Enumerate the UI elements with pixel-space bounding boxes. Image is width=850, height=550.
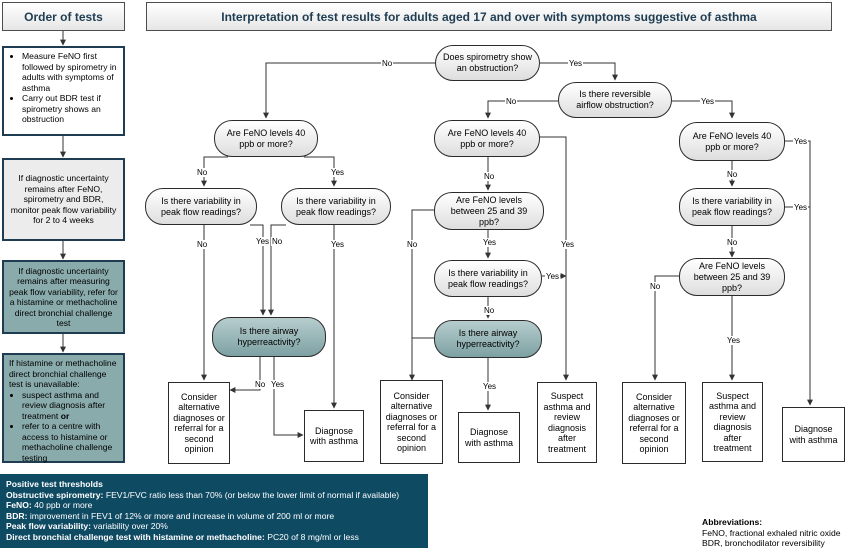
label-yes: Yes bbox=[482, 238, 498, 247]
order-step-3: If diagnostic uncertainty remains after … bbox=[2, 260, 125, 334]
threshold-row: Direct bronchial challenge test with his… bbox=[6, 532, 422, 543]
label-no: No bbox=[483, 172, 496, 181]
question-feno-40-c: Are FeNO levels 40 ppb or more? bbox=[679, 122, 785, 161]
threshold-term: Direct bronchial challenge test with his… bbox=[6, 531, 265, 542]
abbreviations-title: Abbreviations: bbox=[702, 517, 841, 528]
abbreviations-title-text: Abbreviations: bbox=[702, 517, 763, 527]
order-step-4-item-2: refer to a centre with access to histami… bbox=[22, 421, 118, 463]
threshold-row: Peak flow variability: variability over … bbox=[6, 521, 422, 532]
thresholds-title: Positive test thresholds bbox=[6, 479, 422, 490]
label-no: No bbox=[196, 168, 209, 177]
order-step-1-item-2: Carry out BDR test if spirometry shows a… bbox=[22, 93, 118, 125]
question-airway-hyperreactivity-a: Is there airway hyperreactivity? bbox=[212, 317, 326, 357]
label-no: No bbox=[254, 380, 267, 389]
question-feno-25-39-b: Are FeNO levels between 25 and 39 ppb? bbox=[434, 192, 544, 230]
label-no: No bbox=[726, 238, 739, 247]
outcome-suspect-asthma-b: Suspect asthma and review diagnosis afte… bbox=[537, 382, 597, 463]
abbreviation-line: FeNO, fractional exhaled nitric oxide bbox=[702, 527, 841, 538]
label-no: No bbox=[406, 240, 419, 249]
label-no: No bbox=[381, 59, 394, 68]
outcome-diagnose-asthma-a: Diagnose with asthma bbox=[304, 410, 364, 462]
threshold-text: variability over 20% bbox=[91, 521, 168, 532]
label-no: No bbox=[649, 282, 662, 291]
label-yes: Yes bbox=[330, 168, 346, 177]
order-step-4-item-1: suspect asthma and review diagnosis afte… bbox=[22, 390, 118, 422]
label-yes: Yes bbox=[700, 97, 716, 106]
thresholds-title-text: Positive test thresholds bbox=[6, 479, 103, 489]
order-step-4-or: or bbox=[60, 410, 70, 421]
threshold-text: PC20 of 8 mg/ml or less bbox=[264, 531, 359, 542]
threshold-row: BDR: improvement in FEV1 of 12% or more … bbox=[6, 511, 422, 522]
label-yes: Yes bbox=[330, 240, 346, 249]
order-step-4-item-1-text: suspect asthma and review diagnosis afte… bbox=[22, 389, 106, 421]
label-yes: Yes bbox=[255, 237, 271, 246]
label-yes: Yes bbox=[545, 272, 561, 281]
outcome-suspect-asthma-c: Suspect asthma and review diagnosis afte… bbox=[702, 382, 763, 462]
order-step-4: If histamine or methacholine direct bron… bbox=[2, 353, 125, 463]
question-feno-40-b: Are FeNO levels 40 ppb or more? bbox=[434, 120, 540, 157]
label-no: No bbox=[196, 240, 209, 249]
question-peak-flow-c: Is there variability in peak flow readin… bbox=[679, 188, 785, 226]
question-peak-flow-a1: Is there variability in peak flow readin… bbox=[145, 188, 257, 225]
order-step-2: If diagnostic uncertainty remains after … bbox=[2, 158, 125, 241]
question-peak-flow-a2: Is there variability in peak flow readin… bbox=[281, 188, 391, 225]
question-feno-40-a: Are FeNO levels 40 ppb or more? bbox=[214, 120, 318, 157]
label-yes: Yes bbox=[726, 336, 742, 345]
label-yes: Yes bbox=[793, 137, 809, 146]
outcome-consider-alternative-c: Consider alternative diagnoses or referr… bbox=[622, 382, 686, 464]
question-airway-hyperreactivity-b: Is there airway hyperreactivity? bbox=[434, 320, 542, 358]
label-no: No bbox=[726, 170, 739, 179]
label-yes: Yes bbox=[270, 380, 286, 389]
outcome-consider-alternative-b: Consider alternative diagnoses or referr… bbox=[380, 380, 443, 464]
outcome-diagnose-asthma-b: Diagnose with asthma bbox=[458, 412, 520, 463]
order-step-1-item-1: Measure FeNO first followed by spirometr… bbox=[22, 51, 118, 93]
interpretation-header: Interpretation of test results for adult… bbox=[146, 2, 832, 31]
positive-test-thresholds: Positive test thresholds Obstructive spi… bbox=[0, 474, 428, 548]
outcome-diagnose-asthma-c: Diagnose with asthma bbox=[782, 407, 845, 462]
threshold-term: FeNO: bbox=[6, 500, 32, 511]
threshold-text: FEV1/FVC ratio less than 70% (or below t… bbox=[103, 489, 400, 500]
label-no: No bbox=[483, 306, 496, 315]
label-yes: Yes bbox=[568, 59, 584, 68]
order-of-tests-header: Order of tests bbox=[2, 2, 125, 31]
question-peak-flow-b: Is there variability in peak flow readin… bbox=[434, 260, 542, 297]
label-yes: Yes bbox=[560, 240, 576, 249]
question-feno-25-39-c: Are FeNO levels between 25 and 39 ppb? bbox=[679, 258, 785, 296]
abbreviations: Abbreviations: FeNO, fractional exhaled … bbox=[702, 517, 841, 549]
threshold-term: Peak flow variability: bbox=[6, 521, 92, 532]
order-step-4-intro: If histamine or methacholine direct bron… bbox=[9, 358, 117, 389]
label-yes: Yes bbox=[793, 203, 809, 212]
abbreviation-line: BDR, bronchodilator reversibility bbox=[702, 538, 825, 548]
threshold-row: Obstructive spirometry: FEV1/FVC ratio l… bbox=[6, 490, 422, 501]
question-reversible-obstruction: Is there reversible airflow obstruction? bbox=[558, 82, 672, 118]
label-no: No bbox=[271, 237, 284, 246]
threshold-row: FeNO: 40 ppb or more bbox=[6, 500, 422, 511]
question-spirometry-obstruction: Does spirometry show an obstruction? bbox=[435, 45, 540, 81]
label-yes: Yes bbox=[482, 382, 498, 391]
threshold-term: Obstructive spirometry: bbox=[6, 489, 104, 500]
threshold-text: 40 ppb or more bbox=[31, 500, 93, 511]
threshold-text: improvement in FEV1 of 12% or more and i… bbox=[27, 510, 335, 521]
order-step-1: Measure FeNO first followed by spirometr… bbox=[2, 46, 125, 136]
threshold-term: BDR: bbox=[6, 510, 28, 521]
label-no: No bbox=[505, 97, 518, 106]
outcome-consider-alternative-a: Consider alternative diagnoses or referr… bbox=[168, 382, 230, 464]
